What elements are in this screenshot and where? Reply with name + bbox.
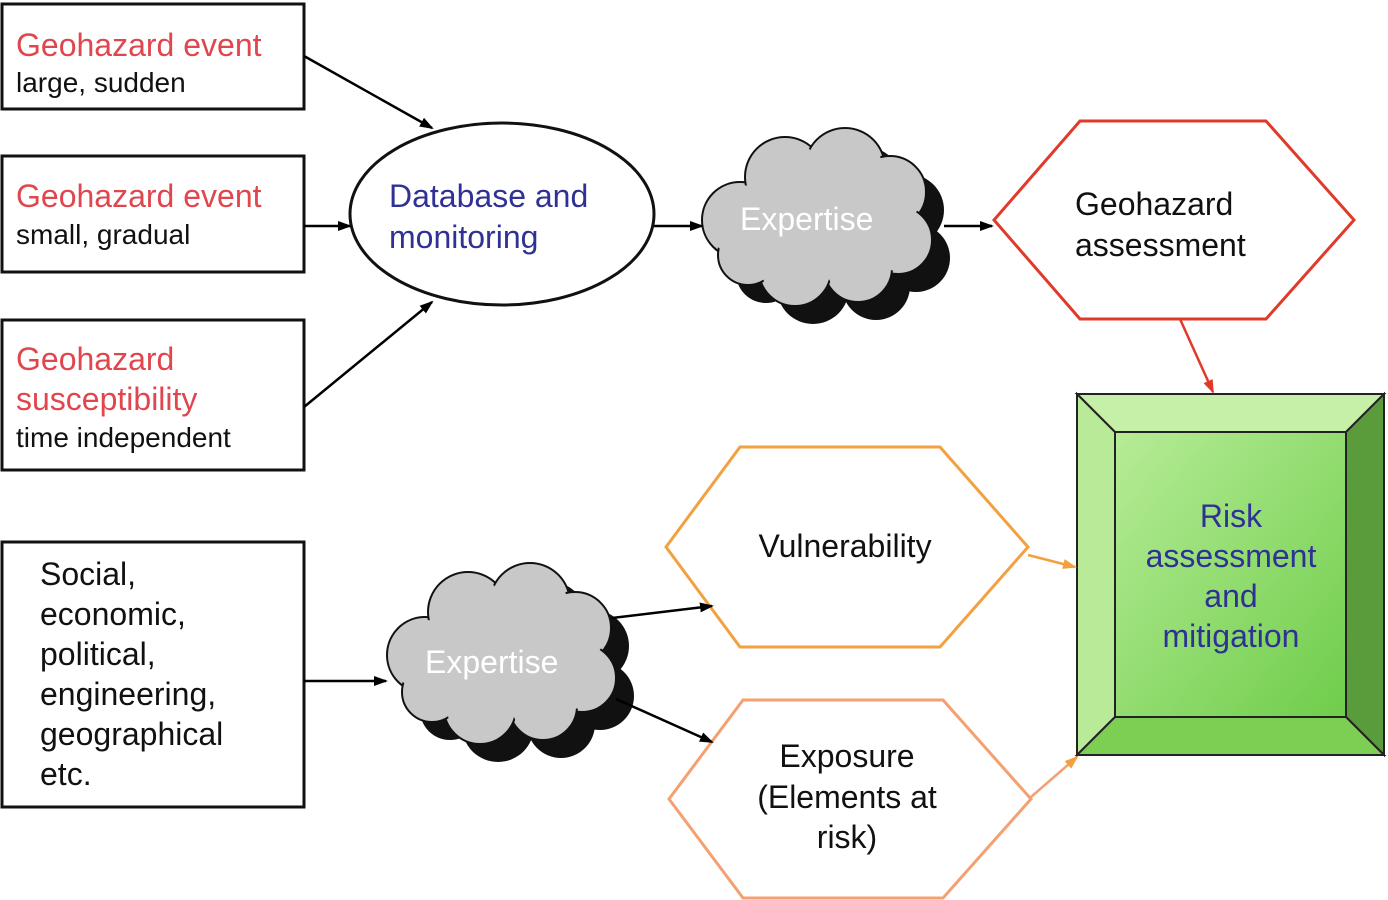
factors-line: economic, (40, 596, 186, 632)
factors-line: political, (40, 636, 156, 672)
input-box-factors: Social, economic, political, engineering… (0, 540, 306, 809)
database-line1: Database and (389, 178, 588, 214)
arrow-expertise-to-vulnerability (611, 602, 714, 620)
susceptibility-title-line1: Geohazard (16, 341, 174, 377)
expertise-cloud-top: Expertise (701, 127, 950, 324)
arrow-expertise-to-exposure (615, 697, 714, 744)
geohazard-assessment-line2: assessment (1075, 227, 1246, 263)
susceptibility-subtitle: time independent (16, 422, 231, 453)
susceptibility-title-line2: susceptibility (16, 381, 197, 417)
factors-line: engineering, (40, 676, 216, 712)
geohazard-assessment-line1: Geohazard (1075, 186, 1233, 222)
factors-line: geographical (40, 716, 223, 752)
risk-line3: and (1204, 578, 1257, 614)
expertise-bottom-label: Expertise (425, 644, 558, 680)
vulnerability-hexagon: Vulnerability (664, 445, 1030, 649)
geohazard-assessment-hexagon: Geohazard assessment (992, 119, 1357, 321)
arrow-event-large-to-database (303, 54, 434, 130)
exposure-line2: (Elements at (757, 779, 937, 815)
event-small-subtitle: small, gradual (16, 219, 190, 250)
input-box-event-large: Geohazard event large, sudden (0, 2, 306, 111)
database-line2: monitoring (389, 219, 538, 255)
event-small-title: Geohazard event (16, 178, 262, 214)
arrows (303, 54, 1215, 798)
event-large-title: Geohazard event (16, 27, 262, 63)
input-box-event-small: Geohazard event small, gradual (0, 154, 306, 274)
expertise-cloud-bottom: Expertise (386, 562, 634, 762)
risk-line1: Risk (1200, 498, 1263, 534)
risk-line2: assessment (1146, 538, 1317, 574)
event-large-subtitle: large, sudden (16, 67, 186, 98)
database-ellipse: Database and monitoring (348, 121, 656, 307)
exposure-hexagon: Exposure (Elements at risk) (667, 698, 1034, 900)
input-box-susceptibility: Geohazard susceptibility time independen… (0, 318, 306, 472)
arrow-susceptibility-to-database (303, 300, 434, 408)
arrow-geohazard-to-risk (1178, 318, 1215, 394)
factors-line: etc. (40, 756, 92, 792)
risk-line4: mitigation (1163, 618, 1300, 654)
exposure-line3: risk) (817, 819, 877, 855)
risk-assessment-box: Risk assessment and mitigation (1074, 391, 1387, 758)
arrow-vulnerability-to-risk (1027, 553, 1077, 569)
expertise-top-label: Expertise (740, 201, 873, 237)
exposure-line1: Exposure (779, 738, 914, 774)
factors-line: Social, (40, 556, 136, 592)
arrow-exposure-to-risk (1030, 755, 1079, 798)
vulnerability-label: Vulnerability (758, 528, 931, 564)
